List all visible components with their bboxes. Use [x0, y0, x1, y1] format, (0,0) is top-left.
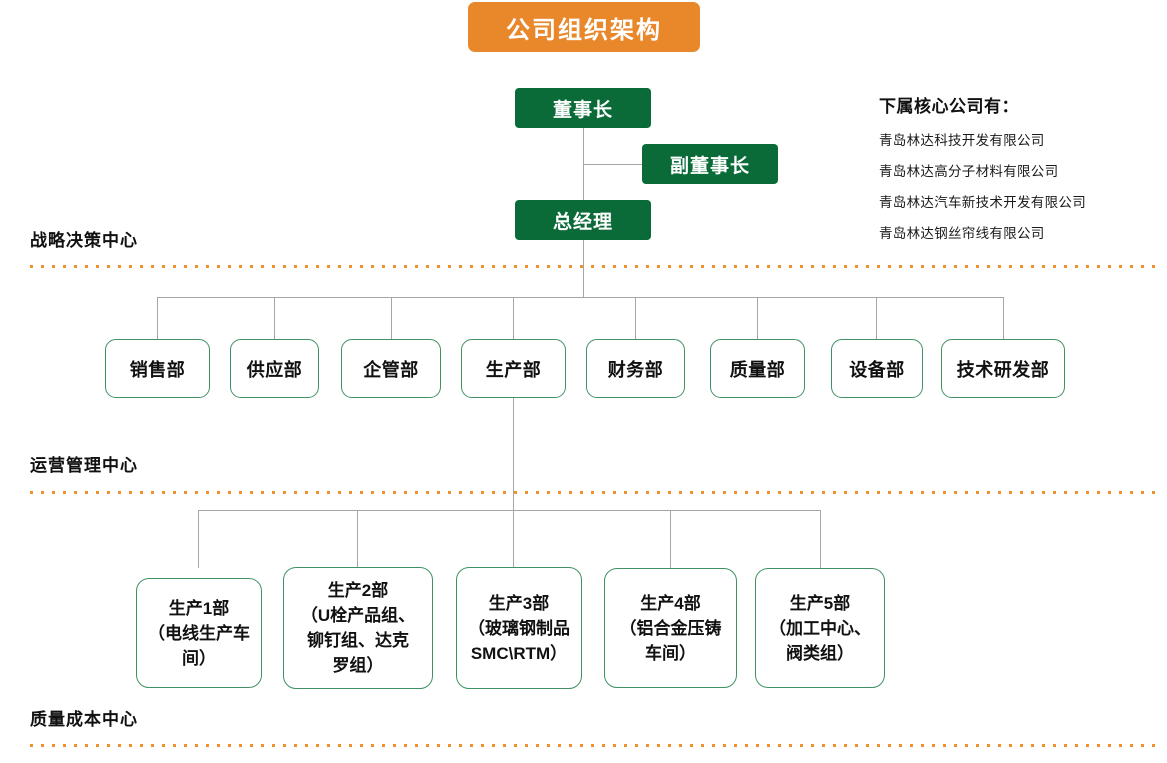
- connector-drop-production: [820, 510, 821, 568]
- production-box-3[interactable]: 生产3部 （玻璃钢制品 SMC\RTM）: [456, 567, 582, 689]
- production-box-1[interactable]: 生产1部 （电线生产车 间）: [136, 578, 262, 688]
- connector-department-bus: [157, 297, 1004, 298]
- subsidiary-item: 青岛林达科技开发有限公司: [879, 133, 1045, 148]
- dept-box-equipment[interactable]: 设备部: [831, 339, 923, 398]
- exec-box-chairman[interactable]: 董事长: [515, 88, 651, 128]
- dept-box-production[interactable]: 生产部: [461, 339, 566, 398]
- connector-gm-to-departments: [583, 240, 584, 297]
- zone-divider-quality-cost: [30, 744, 1160, 747]
- connector-production-bus: [198, 510, 820, 511]
- connector-drop-department: [274, 297, 275, 339]
- zone-label-operations: 运营管理中心: [30, 456, 138, 475]
- production-box-2[interactable]: 生产2部 （U栓产品组、 铆钉组、达克 罗组）: [283, 567, 433, 689]
- connector-drop-department: [876, 297, 877, 339]
- zone-label-strategic: 战略决策中心: [30, 231, 138, 250]
- connector-drop-department: [1003, 297, 1004, 339]
- dept-box-finance[interactable]: 财务部: [586, 339, 685, 398]
- subsidiary-list-heading: 下属核心公司有：: [879, 97, 1019, 116]
- connector-drop-department: [635, 297, 636, 339]
- zone-divider-operations: [30, 491, 1160, 494]
- connector-drop-department: [391, 297, 392, 339]
- subsidiary-item: 青岛林达汽车新技术开发有限公司: [879, 195, 1086, 210]
- connector-drop-production: [357, 510, 358, 568]
- exec-box-general-manager[interactable]: 总经理: [515, 200, 651, 240]
- dept-box-sales[interactable]: 销售部: [105, 339, 210, 398]
- production-box-5[interactable]: 生产5部 （加工中心、 阀类组）: [755, 568, 885, 688]
- connector-drop-production: [513, 510, 514, 568]
- connector-drop-production: [198, 510, 199, 568]
- dept-box-technology-rnd[interactable]: 技术研发部: [941, 339, 1065, 398]
- zone-label-quality-cost: 质量成本中心: [30, 710, 138, 729]
- connector-to-vice-chairman: [583, 164, 642, 165]
- production-box-4[interactable]: 生产4部 （铝合金压铸 车间）: [604, 568, 737, 688]
- exec-box-vice-chairman[interactable]: 副董事长: [642, 144, 778, 184]
- connector-drop-department: [757, 297, 758, 339]
- connector-drop-department: [157, 297, 158, 339]
- subsidiary-list: 下属核心公司有： 青岛林达科技开发有限公司 青岛林达高分子材料有限公司 青岛林达…: [879, 92, 1159, 253]
- dept-box-quality[interactable]: 质量部: [710, 339, 805, 398]
- subsidiary-item: 青岛林达高分子材料有限公司: [879, 164, 1059, 179]
- connector-drop-department: [513, 297, 514, 339]
- dept-box-enterprise-management[interactable]: 企管部: [341, 339, 441, 398]
- page-title: 公司组织架构: [468, 2, 700, 52]
- dept-box-supply[interactable]: 供应部: [230, 339, 319, 398]
- connector-production-trunk: [513, 398, 514, 510]
- subsidiary-item: 青岛林达钢丝帘线有限公司: [879, 226, 1045, 241]
- connector-drop-production: [670, 510, 671, 568]
- zone-divider-strategic: [30, 265, 1160, 268]
